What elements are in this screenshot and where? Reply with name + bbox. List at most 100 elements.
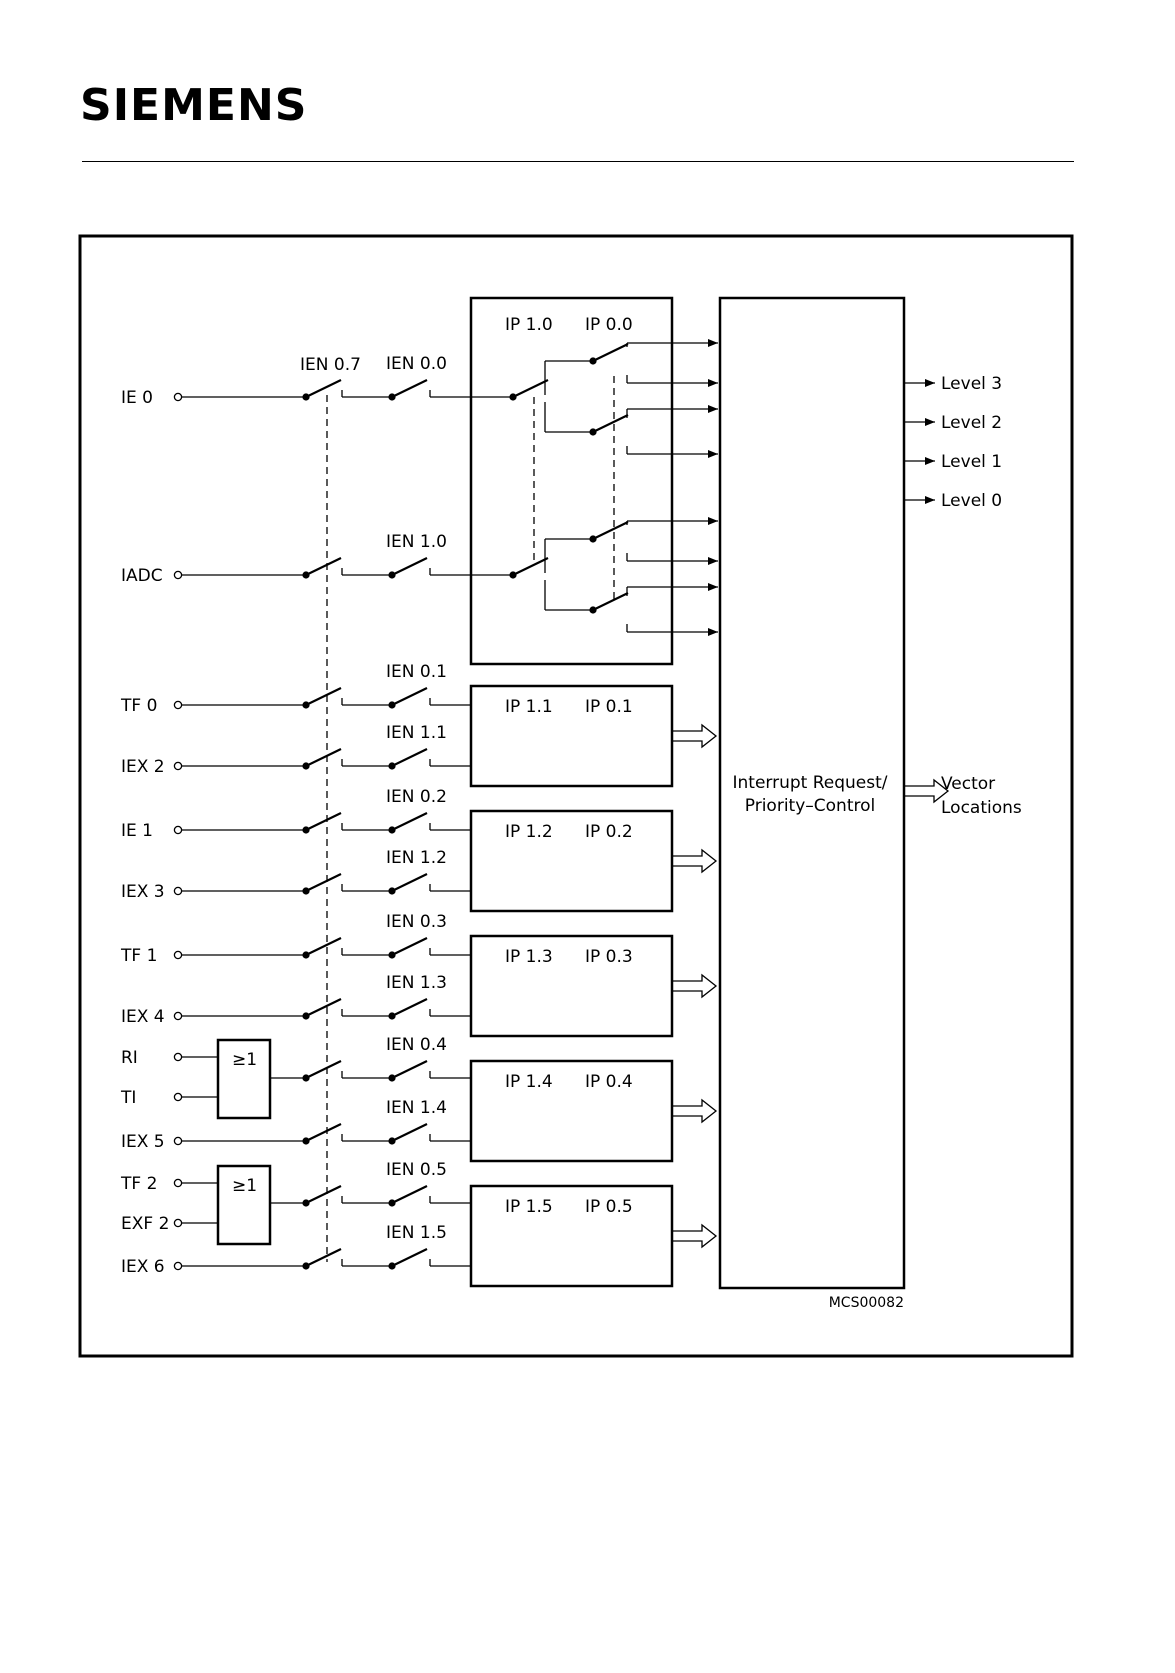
input-label: IEX 3 bbox=[121, 882, 165, 902]
switch-blade bbox=[391, 873, 428, 892]
priority-bit-label: IP 0.2 bbox=[585, 822, 633, 842]
vector-label: Vector bbox=[941, 774, 995, 794]
global-enable-label: IEN 0.7 bbox=[300, 355, 361, 375]
switch-blade bbox=[391, 998, 428, 1017]
switch-blade bbox=[592, 521, 629, 540]
switch-blade bbox=[305, 812, 342, 831]
switch-blade bbox=[305, 379, 342, 398]
enable-label: IEN 0.2 bbox=[386, 787, 447, 807]
priority-bit-label: IP 0.1 bbox=[585, 697, 633, 717]
switch-blade bbox=[391, 1060, 428, 1079]
input-label: RI bbox=[121, 1048, 138, 1068]
priority-block-4 bbox=[469, 1059, 674, 1163]
enable-label: IEN 0.0 bbox=[386, 354, 447, 374]
input-label: IE 1 bbox=[121, 821, 153, 841]
request-arrow bbox=[672, 1223, 718, 1249]
input-label: IEX 6 bbox=[121, 1257, 165, 1277]
priority-bit-label: IP 0.0 bbox=[585, 315, 633, 335]
request-arrow bbox=[672, 1098, 718, 1124]
or-gate-label: ≥1 bbox=[232, 1176, 257, 1196]
input-terminal bbox=[173, 1178, 183, 1188]
switch-blade bbox=[305, 873, 342, 892]
input-terminal bbox=[173, 1011, 183, 1021]
or-gate-label: ≥1 bbox=[232, 1050, 257, 1070]
input-label: TF 2 bbox=[120, 1174, 157, 1194]
priority-bit-label: IP 0.5 bbox=[585, 1197, 633, 1217]
switch-blade bbox=[592, 343, 629, 362]
switch-blade bbox=[391, 937, 428, 956]
switch-blade bbox=[592, 414, 629, 433]
input-terminal bbox=[173, 1261, 183, 1271]
priority-block-2 bbox=[469, 809, 674, 913]
header-rule bbox=[82, 161, 1074, 162]
input-label: EXF 2 bbox=[121, 1214, 169, 1234]
switch-blade bbox=[391, 1248, 428, 1267]
switch-blade bbox=[305, 1185, 342, 1204]
switch-blade bbox=[305, 1060, 342, 1079]
priority-block-1 bbox=[469, 684, 674, 788]
input-terminal bbox=[173, 1052, 183, 1062]
request-arrow bbox=[672, 848, 718, 874]
switch-blade bbox=[305, 998, 342, 1017]
input-terminal bbox=[173, 886, 183, 896]
priority-block-5 bbox=[469, 1184, 674, 1288]
enable-label: IEN 0.4 bbox=[386, 1035, 447, 1055]
enable-label: IEN 1.1 bbox=[386, 723, 447, 743]
input-label: TI bbox=[120, 1088, 136, 1108]
priority-control-block bbox=[718, 296, 906, 1290]
input-terminal bbox=[173, 1092, 183, 1102]
enable-label: IEN 1.4 bbox=[386, 1098, 447, 1118]
input-terminal bbox=[173, 700, 183, 710]
input-label: IEX 2 bbox=[121, 757, 165, 777]
siemens-logo: SIEMENS bbox=[80, 80, 308, 131]
input-label: TF 1 bbox=[120, 946, 157, 966]
control-block-label: Interrupt Request/ bbox=[732, 773, 887, 793]
input-terminal bbox=[173, 950, 183, 960]
enable-label: IEN 0.3 bbox=[386, 912, 447, 932]
or-gate bbox=[216, 1038, 272, 1120]
priority-bit-label: IP 1.0 bbox=[505, 315, 553, 335]
vector-arrow bbox=[904, 778, 950, 804]
switch-blade bbox=[391, 557, 428, 576]
enable-label: IEN 1.0 bbox=[386, 532, 447, 552]
switch-blade bbox=[305, 557, 342, 576]
enable-label: IEN 0.5 bbox=[386, 1160, 447, 1180]
input-label: TF 0 bbox=[120, 696, 157, 716]
switch-blade bbox=[512, 379, 549, 398]
priority-block-3 bbox=[469, 934, 674, 1038]
switch-blade bbox=[512, 557, 549, 576]
input-label: IEX 5 bbox=[121, 1132, 165, 1152]
or-gate bbox=[216, 1164, 272, 1246]
switch-blade bbox=[305, 937, 342, 956]
level-label: Level 2 bbox=[941, 413, 1002, 433]
input-terminal bbox=[173, 825, 183, 835]
input-terminal bbox=[173, 1218, 183, 1228]
priority-bit-label: IP 1.2 bbox=[505, 822, 553, 842]
input-terminal bbox=[173, 570, 183, 580]
input-terminal bbox=[173, 392, 183, 402]
priority-bit-label: IP 0.4 bbox=[585, 1072, 633, 1092]
switch-blade bbox=[391, 1123, 428, 1142]
switch-blade bbox=[391, 812, 428, 831]
vector-label: Locations bbox=[941, 798, 1022, 818]
switch-blade bbox=[592, 592, 629, 611]
input-label: IE 0 bbox=[121, 388, 153, 408]
switch-blade bbox=[391, 687, 428, 706]
input-terminal bbox=[173, 1136, 183, 1146]
enable-label: IEN 0.1 bbox=[386, 662, 447, 682]
switch-blade bbox=[305, 1248, 342, 1267]
control-block-label: Priority–Control bbox=[745, 796, 875, 816]
switch-blade bbox=[391, 1185, 428, 1204]
priority-bit-label: IP 1.3 bbox=[505, 947, 553, 967]
request-arrow bbox=[672, 723, 718, 749]
level-label: Level 1 bbox=[941, 452, 1002, 472]
level-label: Level 0 bbox=[941, 491, 1002, 511]
switch-blade bbox=[391, 379, 428, 398]
priority-bit-label: IP 0.3 bbox=[585, 947, 633, 967]
figure-frame bbox=[78, 234, 1074, 1358]
switch-blade bbox=[305, 748, 342, 767]
input-terminal bbox=[173, 761, 183, 771]
request-arrow bbox=[672, 973, 718, 999]
switch-blade bbox=[391, 748, 428, 767]
